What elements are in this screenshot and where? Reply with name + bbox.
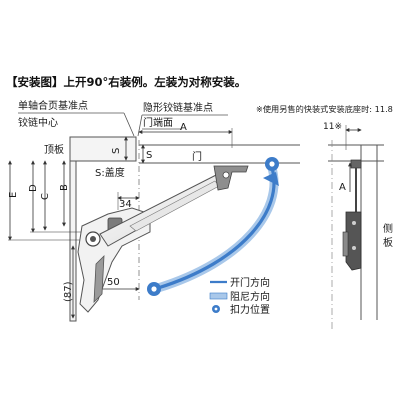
door-mount-bracket: [213, 165, 249, 191]
hinge-detail: [93, 254, 105, 304]
label-hidden-hinge-datum: 隐形铰链基准点: [143, 101, 213, 114]
side-hinge-plate: [342, 231, 349, 257]
label-cover-note: S:盖度: [95, 166, 125, 179]
dim-E-label: E: [8, 192, 19, 198]
leader-single-axis-drop: [123, 112, 135, 137]
optional-base-note: ※使用另售的快装式安装底座时: 11.8: [256, 104, 393, 114]
diagram-heading: 【安装图】上开90°右装例。左装为对称安装。: [6, 75, 246, 89]
label-door-end: 门端面: [143, 116, 173, 129]
side-hinge-screw-1: [352, 221, 356, 225]
open-direction-arc: [156, 166, 276, 290]
label-side-panel-2: 板: [383, 236, 393, 249]
label-single-axis-datum: 单轴合页基准点: [18, 99, 88, 112]
dim-S1-label: S: [111, 148, 122, 154]
legend: 开门方向 阻尼方向 扣力位置: [209, 276, 270, 316]
legend-grip-symbol-inner: [214, 307, 218, 311]
dim-C-label: C: [40, 193, 51, 200]
leader-hidden-drop: [137, 114, 143, 137]
door-mount-screw: [222, 171, 230, 179]
dim-87-label: (87): [63, 281, 74, 302]
grip-position-top-inner: [269, 161, 275, 167]
legend-open-label: 开门方向: [230, 276, 270, 289]
legend-grip-label: 扣力位置: [230, 303, 270, 316]
grip-position-bottom-inner: [151, 286, 157, 292]
dim-A-label: A: [180, 122, 187, 133]
hinge-pivot-core: [90, 236, 96, 242]
dim-34-label: 34: [119, 199, 132, 210]
cabinet-wall: [69, 160, 77, 322]
label-door: 门: [192, 150, 202, 163]
dim-A-side-label: A: [339, 182, 346, 193]
side-hinge-screw-2: [352, 246, 356, 250]
lift-arm-inner: [129, 180, 220, 232]
dim-50-label: 50: [107, 277, 120, 288]
label-side-panel-1: 侧: [383, 222, 393, 235]
label-top-panel: 顶板: [44, 143, 64, 156]
legend-damper-label: 阻尼方向: [230, 290, 270, 303]
label-hinge-center: 铰链中心: [18, 116, 58, 129]
dim-11-label: 11※: [323, 122, 342, 132]
open-arc-arrowhead: [263, 172, 279, 186]
legend-damper-symbol: [209, 292, 228, 300]
dim-B-label: B: [59, 184, 70, 191]
dim-S2-label: S: [146, 150, 152, 161]
side-top-bracket: [350, 159, 362, 169]
dim-D-label: D: [28, 184, 39, 192]
